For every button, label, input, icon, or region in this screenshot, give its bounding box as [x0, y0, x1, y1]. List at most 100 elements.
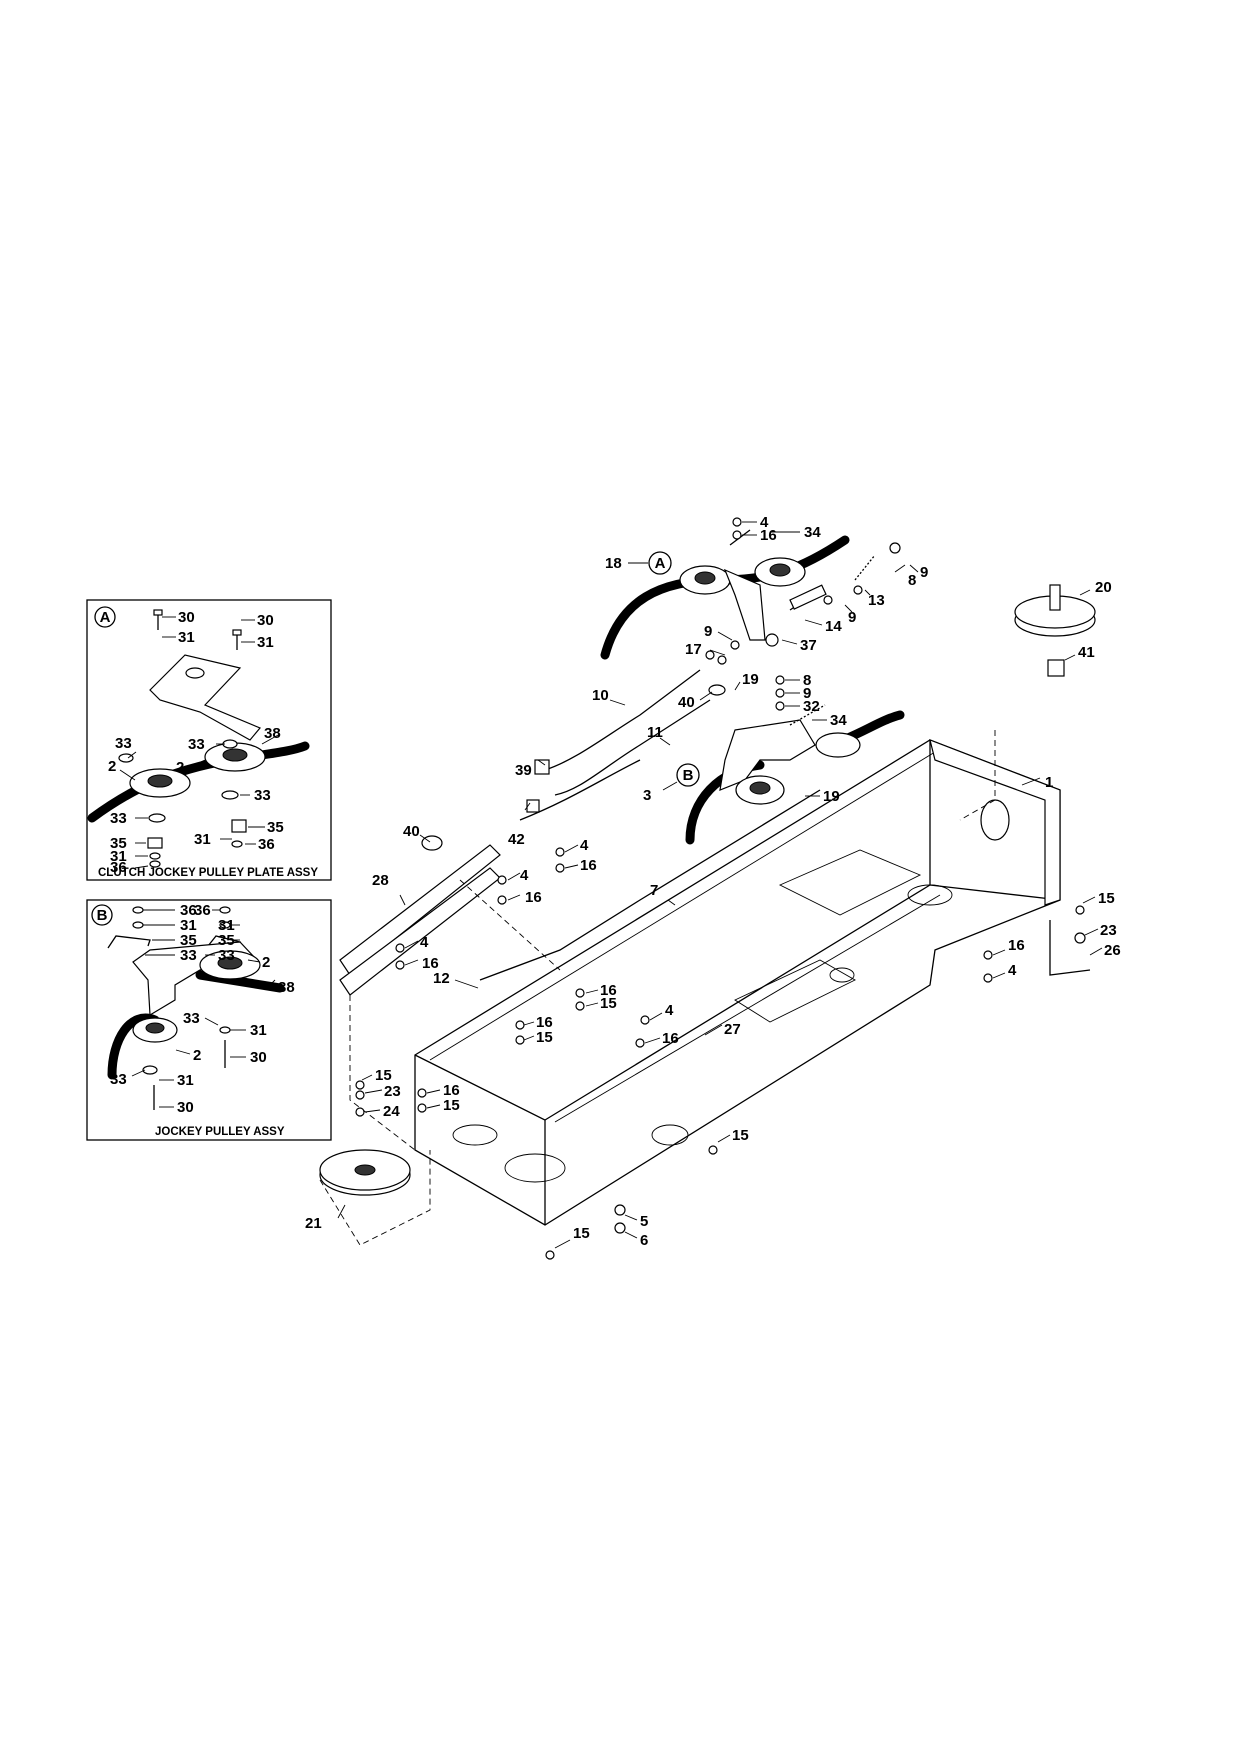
callout-label: 12	[433, 970, 450, 987]
callout-label: 31	[110, 848, 127, 865]
pulley-hub	[145, 1022, 165, 1034]
pulley-plate	[149, 654, 261, 741]
callout-label: 9	[848, 609, 856, 626]
callout-label: 9	[920, 564, 928, 581]
callout-label: 38	[264, 725, 281, 742]
callout-label: 35	[267, 819, 284, 836]
callout-label: 36	[194, 902, 211, 919]
inset-b-callouts: 36 31 35 33 36 31 35 33 2 38 33 31 30 2 …	[110, 902, 295, 1116]
callout-label: 34	[830, 712, 847, 729]
pulley-hub	[222, 748, 248, 762]
handle-26	[1049, 920, 1091, 976]
callout-label: 35	[218, 932, 235, 949]
rod-7	[479, 789, 821, 981]
upper-pulley-hub	[769, 563, 791, 577]
callout-label: 16	[525, 889, 542, 906]
callout-label: 3	[643, 787, 651, 804]
callout-label: 18	[605, 555, 622, 572]
inset-b-letter-circle	[91, 904, 113, 926]
washer	[222, 739, 238, 749]
callout-label: 4	[665, 1002, 674, 1019]
bracket	[147, 837, 163, 849]
callout-label: 24	[383, 1103, 400, 1120]
lower-bracket	[719, 719, 816, 791]
callout-label: 4	[1008, 962, 1017, 979]
callout-label: 33	[183, 1010, 200, 1027]
main-letter-a: A	[655, 555, 666, 572]
inset-a-title: CLUTCH JOCKEY PULLEY PLATE ASSY	[98, 867, 318, 879]
pulley-20-shaft	[1049, 584, 1061, 611]
callout-label: 16	[580, 857, 597, 874]
callout-label: 30	[250, 1049, 267, 1066]
callout-label: 31	[250, 1022, 267, 1039]
washer	[219, 1026, 231, 1034]
front-panel	[929, 739, 1061, 906]
callout-label: 19	[823, 788, 840, 805]
callout-label: 6	[640, 1232, 648, 1249]
side-bracket	[339, 867, 501, 996]
spacer-40	[708, 684, 726, 696]
callout-label: 4	[420, 934, 429, 951]
inset-a-letter-circle	[94, 606, 116, 628]
plate-boss	[185, 667, 205, 679]
callout-label: 36	[258, 836, 275, 853]
callout-label: 4	[760, 514, 769, 531]
callout-label: 31	[180, 917, 197, 934]
main-callouts: 4 16 34 18 8 9 13 9 14 37 9 17 20 41 10 …	[305, 514, 1121, 1249]
lower-pulley	[815, 732, 861, 758]
rod-10	[544, 669, 701, 771]
callout-label: 15	[732, 1127, 749, 1144]
callout-label: 8	[908, 572, 916, 589]
callout-label: 39	[515, 762, 532, 779]
callout-label: 30	[177, 1099, 194, 1116]
nut	[149, 860, 161, 868]
inset-a-border	[86, 599, 332, 881]
callout-label: 31	[218, 917, 235, 934]
callout-label: 42	[508, 831, 525, 848]
callout-label: 15	[1098, 890, 1115, 907]
callout-label: 7	[650, 882, 658, 899]
callout-label: 40	[403, 823, 420, 840]
main-letter-a-circle	[648, 551, 672, 575]
callout-label: 30	[178, 609, 195, 626]
callout-label: 16	[662, 1030, 679, 1047]
callout-label: 23	[1100, 922, 1117, 939]
nut	[132, 906, 144, 914]
callout-label: 40	[678, 694, 695, 711]
callout-label: 14	[825, 618, 842, 635]
washer	[118, 753, 134, 763]
callout-label: 27	[724, 1021, 741, 1038]
callout-label: 33	[254, 787, 271, 804]
main-frame-drawing: A B	[319, 529, 1096, 1246]
callout-label: 31	[257, 634, 274, 651]
inset-b-border	[86, 899, 332, 1141]
callout-label: 15	[375, 1067, 392, 1084]
callout-label: 36	[180, 902, 197, 919]
washer	[142, 1065, 158, 1075]
callout-label: 17	[685, 641, 702, 658]
callout-label: 15	[600, 995, 617, 1012]
callout-label: 11	[647, 724, 663, 741]
rod-42	[519, 759, 641, 821]
callout-label: 30	[257, 612, 274, 629]
frame-hole	[504, 1153, 566, 1183]
clamp-39	[534, 759, 550, 775]
callout-label: 15	[536, 1029, 553, 1046]
clamp-42	[526, 799, 540, 813]
callout-label: 10	[592, 687, 609, 704]
inset-a: A 30 31 30 31 38 33 33	[86, 599, 332, 881]
callout-label: 5	[640, 1213, 648, 1230]
callout-label: 31	[177, 1072, 194, 1089]
callout-label: 31	[194, 831, 211, 848]
callout-label: 33	[110, 1071, 127, 1088]
callout-label: 41	[1078, 644, 1095, 661]
callout-label: 16	[1008, 937, 1025, 954]
nut	[219, 906, 231, 914]
callout-label: 2	[108, 758, 116, 775]
spacer-41	[1047, 659, 1065, 677]
pulley-21-hub	[354, 1164, 376, 1176]
washer	[132, 921, 144, 929]
callout-label: 19	[742, 671, 759, 688]
